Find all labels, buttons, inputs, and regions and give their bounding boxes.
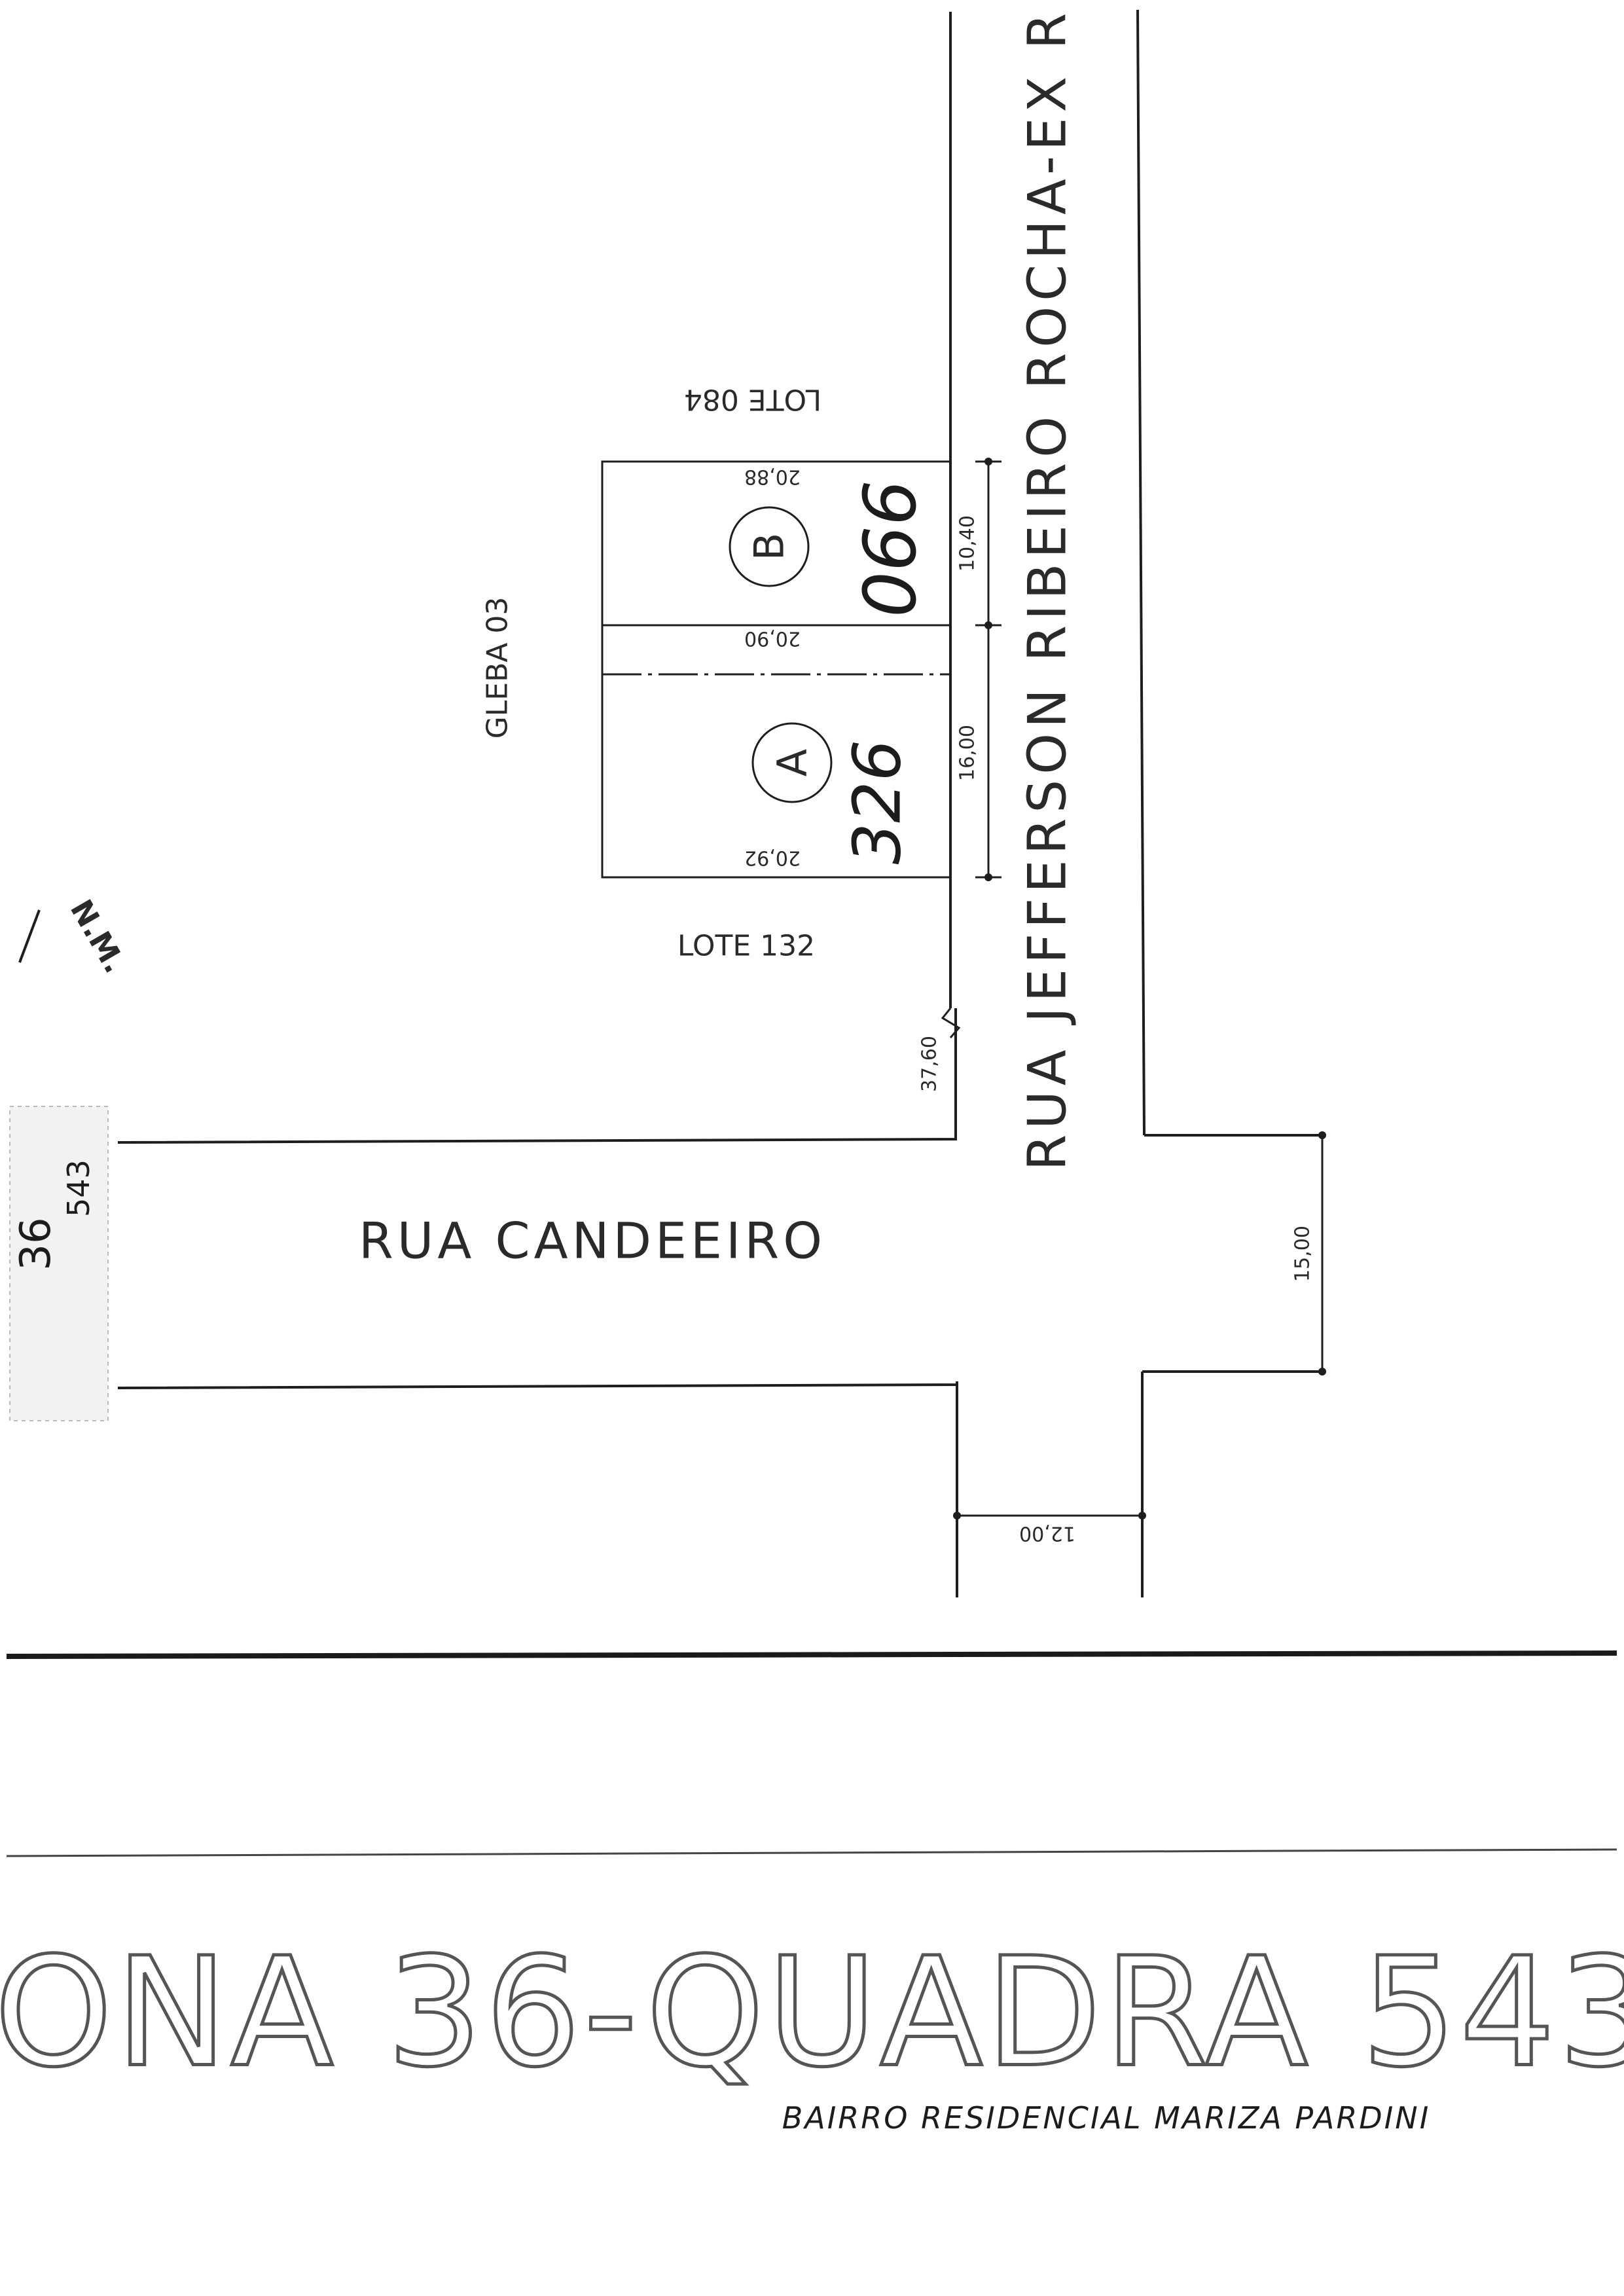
north-arrow-icon — [18, 909, 41, 963]
main-street-width: 12,00 — [1019, 1522, 1075, 1545]
lot-b-letter: B — [746, 533, 793, 561]
lot-a-frontage: 16,00 — [956, 725, 979, 781]
street-lines — [117, 9, 1322, 1597]
lot-b-frontage: 10,40 — [956, 515, 979, 572]
dim-dot-4 — [1318, 1131, 1326, 1139]
main-street-name: RUA JEFFERSON RIBEIRO ROCHA-EX R — [1017, 8, 1078, 1171]
north-label: N.M. — [63, 894, 133, 979]
dim-dot-1 — [984, 458, 992, 465]
lot-b-depth-bottom: 20,90 — [744, 627, 801, 650]
lot-a-code: 326 — [839, 740, 916, 865]
bairro-subtitle: BAIRRO RESIDENCIAL MARIZA PARDINI — [782, 2100, 1431, 2136]
separator-thick — [6, 1650, 1617, 1659]
dim-dot-6 — [953, 1512, 961, 1520]
lot-a-letter: A — [768, 749, 816, 776]
corner-dimension: 37,60 — [918, 1036, 941, 1092]
dim-dot-3 — [984, 873, 992, 881]
dim-dot-2 — [984, 621, 992, 629]
cross-street-bottom-edge — [117, 1381, 958, 1389]
lot-a-circle — [751, 722, 833, 803]
cross-street-width: 15,00 — [1291, 1226, 1314, 1282]
gleba-label: GLEBA 03 — [481, 597, 514, 739]
lot-b-code: 066 — [848, 480, 932, 617]
cross-street-top-edge — [117, 1008, 957, 1144]
side-stamp-zona: 36 — [12, 1217, 60, 1270]
break-mark — [941, 1008, 961, 1038]
lote-bottom-label: LOTE 132 — [677, 930, 815, 963]
separator-thin — [6, 1848, 1617, 1857]
side-stamp-quadra: 543 — [61, 1159, 96, 1217]
lot-b-circle — [729, 506, 810, 587]
cross-street-name: RUA CANDEEIRO — [359, 1212, 826, 1270]
zona-quadra-title: ZONA 36-QUADRA 543 — [0, 1926, 1624, 2101]
lots — [601, 460, 952, 879]
lots-outline — [601, 460, 952, 879]
dim-dot-7 — [1138, 1512, 1146, 1520]
lot-b-depth-top: 20,88 — [744, 465, 801, 488]
side-stamp-box — [9, 1106, 109, 1421]
lot-a-depth-bottom: 20,92 — [744, 847, 801, 869]
dim-dot-5 — [1318, 1368, 1326, 1376]
lote-top-label: LOTE 084 — [684, 383, 821, 416]
main-street-right-edge-upper — [1136, 9, 1146, 1136]
frontage-dimension — [975, 460, 1001, 879]
